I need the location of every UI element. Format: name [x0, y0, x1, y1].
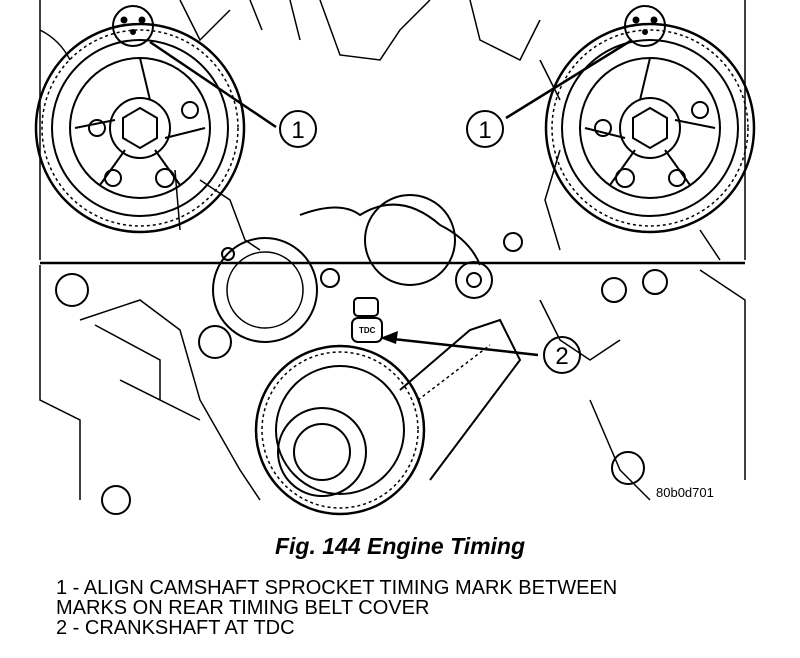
- figure-code: 80b0d701: [656, 485, 714, 500]
- crankshaft-sprocket: [254, 344, 426, 516]
- right-camshaft-sprocket: [544, 22, 756, 234]
- figure-caption: Fig. 144 Engine Timing: [274, 533, 526, 559]
- left-timing-mark: [112, 5, 154, 47]
- legend-line: 1 - ALIGN CAMSHAFT SPROCKET TIMING MARK …: [56, 577, 618, 599]
- leader-line-1-left: [149, 40, 277, 129]
- callout-number-1-left: 1: [291, 117, 304, 144]
- callout-circle-1-left: [279, 110, 317, 148]
- legend-line: 2 - CRANKSHAFT AT TDC: [56, 617, 295, 639]
- tdc-marker: [351, 297, 383, 343]
- legend: 1 - ALIGN CAMSHAFT SPROCKET TIMING MARK …: [56, 578, 617, 638]
- callout-circle-2: [543, 336, 581, 374]
- callout-number-1-right: 1: [478, 117, 491, 144]
- tdc-label: TDC: [359, 326, 376, 335]
- right-timing-mark: [624, 5, 666, 47]
- left-camshaft-sprocket: [34, 22, 246, 234]
- callout-circle-1-right: [466, 110, 504, 148]
- leader-line-1-right: [505, 38, 633, 120]
- leader-line-2: [383, 336, 539, 357]
- legend-line: MARKS ON REAR TIMING BELT COVER: [56, 597, 430, 619]
- callout-number-2: 2: [555, 343, 568, 370]
- engine-timing-diagram: TDC 1 1 2: [34, 0, 756, 516]
